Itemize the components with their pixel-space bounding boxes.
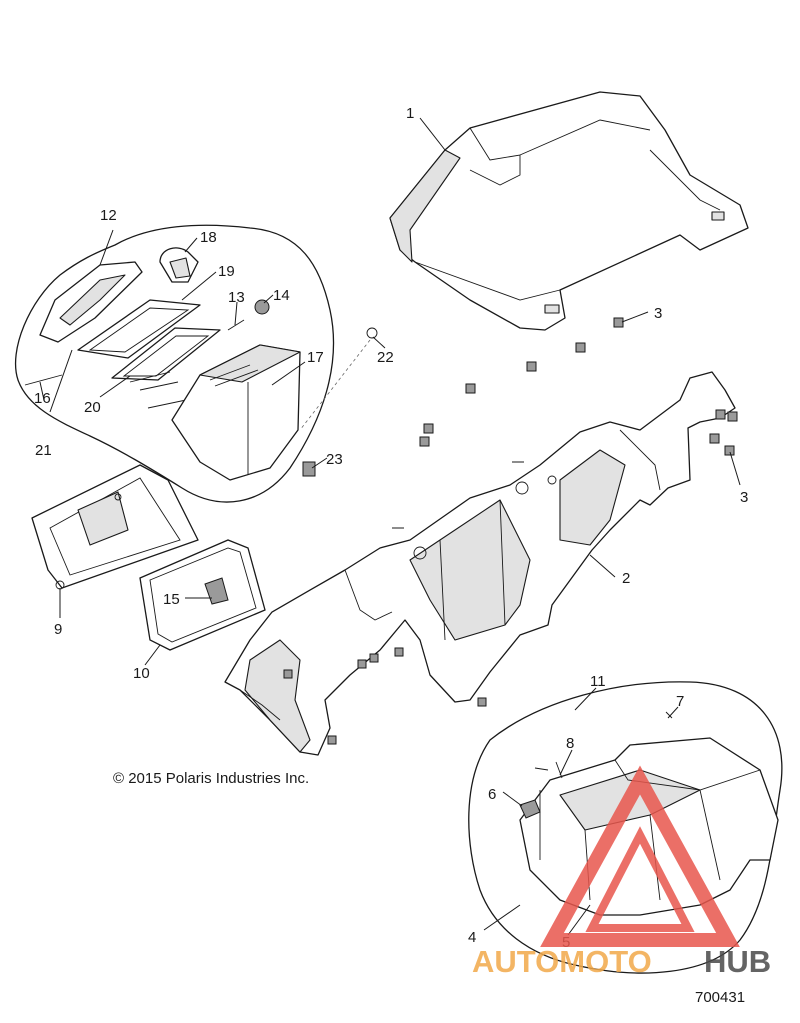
callout-7: 7 [676, 693, 684, 710]
callout-23: 23 [326, 451, 343, 468]
callout-11: 11 [590, 673, 606, 690]
fastener-clips [283, 317, 738, 745]
watermark-triangle-icon [540, 765, 740, 947]
callout-14: 14 [273, 287, 290, 304]
part-10-door-seal [139, 539, 266, 651]
watermark-brand-left: AUTOMOTO [472, 944, 652, 979]
leader-lines [39, 117, 741, 936]
callout-3-lower: 3 [740, 489, 748, 506]
callout-9: 9 [54, 621, 62, 638]
callout-13: 13 [228, 289, 245, 306]
callout-19: 19 [218, 263, 235, 280]
callout-1: 1 [406, 105, 414, 122]
callout-20: 20 [84, 399, 101, 416]
part-9-glovebox-door [31, 464, 199, 590]
callout-16: 16 [34, 390, 51, 407]
automotohub-watermark-logo: AUTOMOTO HUB [472, 765, 771, 979]
callout-6: 6 [488, 786, 496, 803]
callout-21: 21 [35, 442, 52, 459]
callout-15: 15 [163, 591, 180, 608]
copyright-notice: © 2015 Polaris Industries Inc. [113, 770, 309, 787]
callout-4: 4 [468, 929, 476, 946]
callout-8: 8 [566, 735, 574, 752]
callout-22: 22 [377, 349, 394, 366]
glovebox-subassembly-bubble [14, 224, 378, 503]
callout-2: 2 [622, 570, 630, 587]
part-2-dash-panel [224, 371, 736, 756]
callout-18: 18 [200, 229, 217, 246]
callout-12: 12 [100, 207, 117, 224]
part-1-dash-top-cover [389, 91, 749, 331]
callout-17: 17 [307, 349, 324, 366]
watermark-brand-right: HUB [704, 944, 771, 979]
callout-10: 10 [133, 665, 150, 682]
figure-id: 700431 [695, 989, 745, 1006]
callout-labels: 1 2 3 3 4 5 6 7 8 9 10 11 12 13 14 15 16… [34, 105, 748, 951]
callout-3-upper: 3 [654, 305, 662, 322]
